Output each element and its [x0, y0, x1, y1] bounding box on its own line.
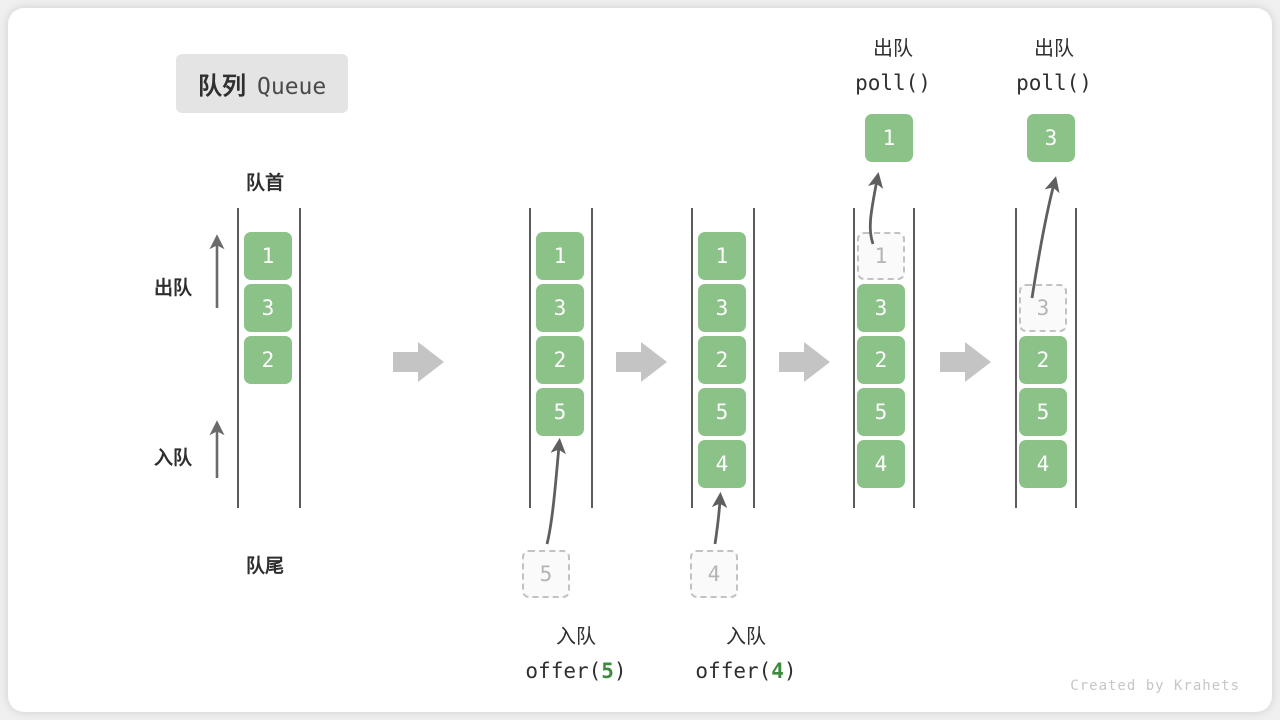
- operation-caption-poll-1: 出队 poll(): [795, 32, 991, 100]
- operation-line1: 入队: [556, 626, 596, 648]
- transition-arrow: [393, 342, 444, 382]
- queue-element: 5: [857, 388, 905, 436]
- rail-left: [237, 208, 239, 508]
- attribution-footer: Created by Krahets: [1070, 678, 1240, 694]
- enqueue-flow-arrow-4: [711, 491, 728, 545]
- dequeue-flow-arrow-3: [1030, 176, 1060, 299]
- arrow-overlay: [209, 172, 1060, 545]
- queue-element: 2: [1019, 336, 1067, 384]
- queue-element: 1: [244, 232, 292, 280]
- rail-right: [299, 208, 301, 508]
- operation-caption-poll-3: 出队 poll(): [956, 32, 1152, 100]
- polled-result-element: 1: [865, 114, 913, 162]
- title-english: Queue: [257, 74, 327, 100]
- operation-line1: 出队: [1034, 38, 1074, 60]
- rail-left: [529, 208, 531, 508]
- dequeue-direction-label: 出队: [154, 278, 193, 299]
- diagram-card: 队列 Queue 队首 队尾 出队 入队 入队 offer(5) 入队 offe…: [8, 8, 1272, 712]
- queue-element: 4: [857, 440, 905, 488]
- enqueue-direction-label: 入队: [154, 448, 193, 469]
- rail-left: [1015, 208, 1017, 508]
- polled-result-element: 3: [1027, 114, 1075, 162]
- operation-caption-offer-5: 入队 offer(5): [478, 620, 674, 688]
- operation-caption-offer-4: 入队 offer(4): [648, 620, 844, 688]
- operation-call: offer(4): [695, 659, 797, 683]
- title-chinese: 队列: [198, 73, 246, 100]
- queue-element: 4: [1019, 440, 1067, 488]
- diagram-title-badge: 队列 Queue: [176, 54, 349, 113]
- rail-right: [591, 208, 593, 508]
- queue-element-new: 5: [536, 388, 584, 436]
- queue-element: 2: [857, 336, 905, 384]
- transition-arrow: [616, 342, 667, 382]
- incoming-ghost-element: 5: [522, 550, 570, 598]
- transition-arrow: [779, 342, 830, 382]
- queue-element: 1: [536, 232, 584, 280]
- rail-right: [1075, 208, 1077, 508]
- removed-ghost-element: 1: [857, 232, 905, 280]
- queue-element: 3: [698, 284, 746, 332]
- queue-element: 3: [857, 284, 905, 332]
- queue-element: 5: [1019, 388, 1067, 436]
- enqueue-flow-arrow-5: [545, 437, 566, 545]
- queue-tail-label: 队尾: [246, 556, 285, 577]
- queue-element: 3: [244, 284, 292, 332]
- rail-right: [913, 208, 915, 508]
- operation-call: offer(5): [525, 659, 627, 683]
- operation-line1: 入队: [726, 626, 766, 648]
- queue-element: 3: [536, 284, 584, 332]
- queue-element: 2: [244, 336, 292, 384]
- rail-left: [691, 208, 693, 508]
- operation-line1: 出队: [873, 38, 913, 60]
- queue-element: 2: [536, 336, 584, 384]
- queue-element: 2: [698, 336, 746, 384]
- queue-element-new: 4: [698, 440, 746, 488]
- transition-arrow: [940, 342, 991, 382]
- rail-right: [753, 208, 755, 508]
- incoming-ghost-element: 4: [690, 550, 738, 598]
- removed-ghost-element: 3: [1019, 284, 1067, 332]
- queue-head-label: 队首: [246, 173, 285, 194]
- operation-call: poll(): [1016, 71, 1092, 95]
- queue-element: 5: [698, 388, 746, 436]
- rail-left: [853, 208, 855, 508]
- queue-element: 1: [698, 232, 746, 280]
- operation-call: poll(): [855, 71, 931, 95]
